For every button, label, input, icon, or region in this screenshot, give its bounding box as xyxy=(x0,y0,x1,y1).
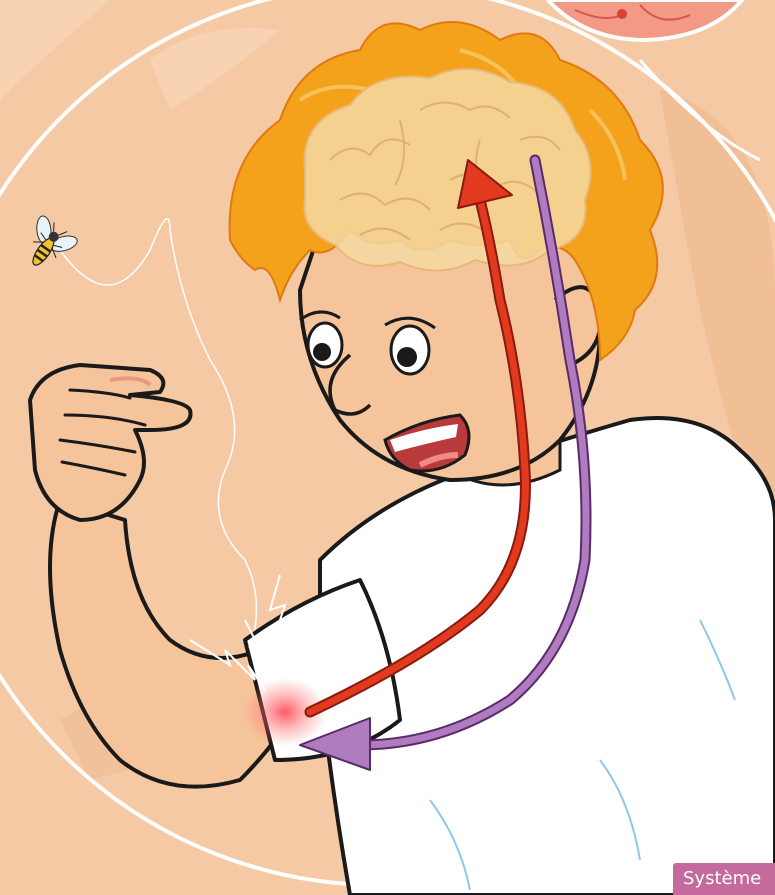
section-label: Système xyxy=(673,863,775,895)
